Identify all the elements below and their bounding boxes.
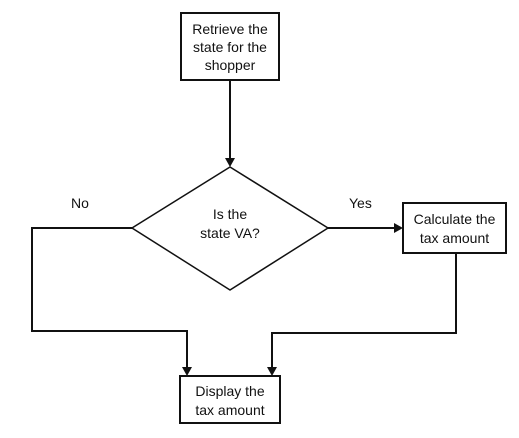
node-calculate-tax-line-1: Calculate the xyxy=(414,211,496,227)
node-display-tax-line-2: tax amount xyxy=(195,402,264,418)
node-calculate-tax-box xyxy=(402,202,507,254)
edge-label-no: No xyxy=(71,195,89,211)
node-display-tax-line-1: Display the xyxy=(195,383,264,399)
connector-calculate-to-display xyxy=(271,253,457,368)
arrowhead-display-left xyxy=(182,367,192,376)
node-decision-diamond xyxy=(130,166,330,291)
node-display-tax: Display the tax amount xyxy=(179,375,281,424)
arrowhead-display-right xyxy=(267,367,277,376)
node-decision: Is the state VA? xyxy=(130,166,330,291)
node-retrieve-state-line-1: Retrieve the xyxy=(192,21,268,37)
edge-label-yes: Yes xyxy=(349,195,372,211)
node-calculate-tax: Calculate the tax amount xyxy=(402,202,507,254)
node-retrieve-state-box xyxy=(180,12,280,81)
node-display-tax-box xyxy=(179,375,281,424)
node-decision-line-2: state VA? xyxy=(200,225,260,241)
node-retrieve-state: Retrieve the state for the shopper xyxy=(180,12,280,81)
node-calculate-tax-line-2: tax amount xyxy=(420,230,489,246)
arrowhead-decision-top xyxy=(225,158,235,167)
connector-decision-no-to-display xyxy=(31,227,188,368)
node-retrieve-state-line-2: state for the xyxy=(193,39,267,55)
node-decision-line-1: Is the xyxy=(213,206,247,222)
arrowhead-calculate-left xyxy=(394,223,403,233)
node-retrieve-state-line-3: shopper xyxy=(205,57,256,73)
